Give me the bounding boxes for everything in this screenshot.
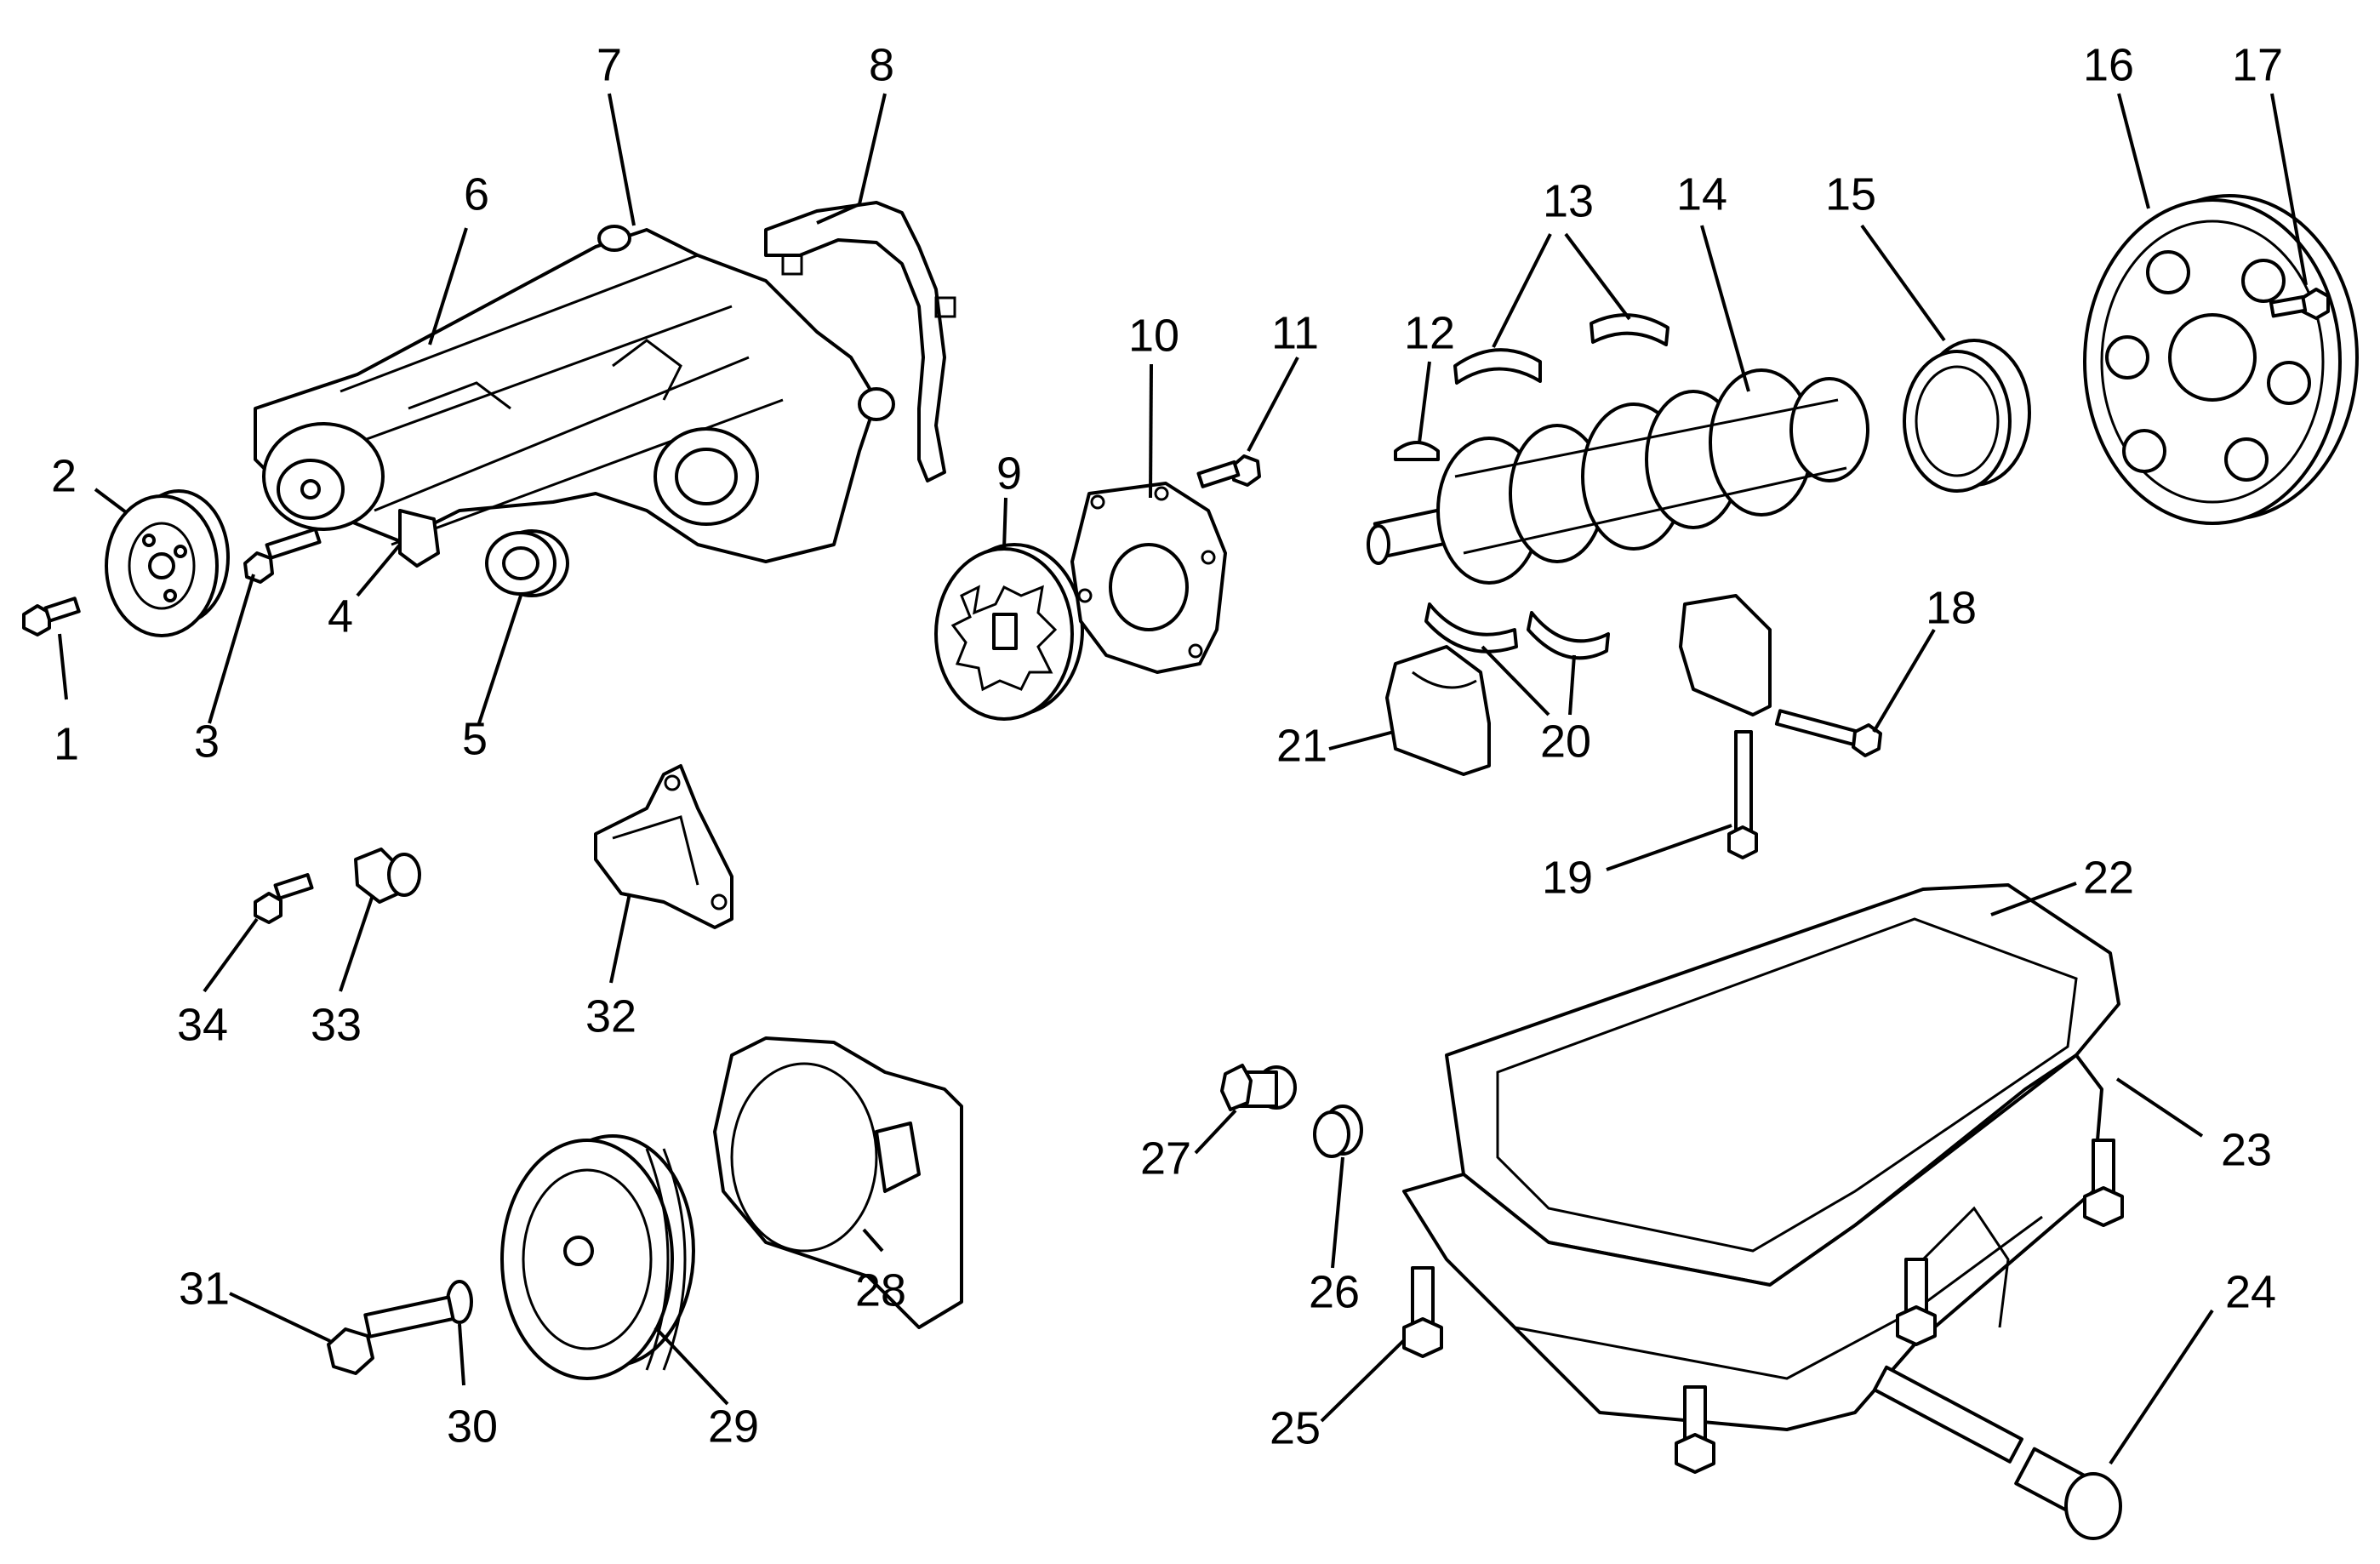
callout-21: 21 [1276, 720, 1327, 771]
part-20-lower-bearings [1424, 602, 1610, 660]
callout-15: 15 [1825, 168, 1876, 220]
part-5-seal [485, 529, 569, 597]
part-4-tab [398, 509, 440, 568]
part-33-sensor [354, 848, 421, 904]
callout-5: 5 [462, 713, 488, 764]
callout-16: 16 [2083, 39, 2134, 90]
callout-12: 12 [1404, 307, 1455, 358]
callout-1: 1 [54, 718, 79, 769]
callout-34: 34 [177, 999, 228, 1050]
callout-33: 33 [311, 999, 362, 1050]
part-6-7-front-housing [254, 225, 895, 563]
callout-32: 32 [585, 990, 636, 1042]
part-26-plug [1313, 1105, 1363, 1158]
callout-10: 10 [1128, 310, 1179, 361]
callout-13: 13 [1543, 175, 1594, 226]
callout-18: 18 [1926, 582, 1977, 633]
callout-25: 25 [1270, 1402, 1321, 1453]
callout-14: 14 [1676, 168, 1727, 220]
part-22-23-oil-pan [1402, 883, 2120, 1431]
callout-19: 19 [1542, 852, 1593, 903]
part-1-bolt [22, 596, 81, 636]
part-34-bolt [254, 873, 314, 924]
part-8-gasket [764, 201, 956, 482]
callout-23: 23 [2221, 1124, 2272, 1175]
part-27-fitting [1220, 1064, 1297, 1111]
part-12-woodruff-key [1394, 441, 1440, 461]
callout-26: 26 [1309, 1266, 1360, 1317]
part-21-main-cap [1385, 645, 1491, 776]
callout-27: 27 [1140, 1133, 1191, 1184]
part-32-bracket [594, 764, 733, 929]
part-11-bolt [1196, 454, 1261, 488]
callout-4: 4 [328, 591, 353, 642]
callout-3: 3 [194, 716, 220, 767]
part-28-housing [713, 1036, 963, 1329]
callout-11: 11 [1271, 307, 1319, 358]
part-31-bolt [327, 1295, 455, 1375]
callout-8: 8 [869, 39, 894, 90]
callout-24: 24 [2225, 1266, 2276, 1317]
part-25-pan-bolts [1402, 1139, 2124, 1474]
callout-2: 2 [51, 450, 77, 501]
callout-28: 28 [855, 1264, 906, 1316]
part-2-pulley [105, 489, 230, 637]
part-10-pump-cover [1070, 482, 1227, 674]
callout-30: 30 [447, 1401, 498, 1452]
part-15-rear-seal [1903, 339, 2031, 493]
part-16-flywheel [2083, 194, 2359, 525]
callout-31: 31 [179, 1263, 230, 1314]
part-24-sensor [1872, 1365, 2122, 1540]
part-9-oil-pump-gear [934, 543, 1084, 721]
part-29-balancer [500, 1134, 695, 1380]
callout-17: 17 [2232, 39, 2283, 90]
callout-6: 6 [464, 168, 489, 220]
callout-29: 29 [708, 1401, 759, 1452]
part-18-19-cap-bolts [1679, 594, 1882, 859]
part-17-bolt [2269, 288, 2330, 320]
callout-22: 22 [2083, 852, 2134, 903]
part-13-upper-bearings [1453, 313, 1669, 385]
callout-9: 9 [996, 448, 1022, 499]
callout-numbers: 1 2 3 4 5 6 7 8 9 10 11 12 13 14 15 16 1… [51, 39, 2283, 1453]
callout-20: 20 [1540, 716, 1591, 767]
callout-7: 7 [596, 39, 622, 90]
part-3-bolt [243, 527, 322, 584]
leader-lines [58, 93, 2308, 1465]
part-14-crankshaft [1367, 368, 1869, 585]
